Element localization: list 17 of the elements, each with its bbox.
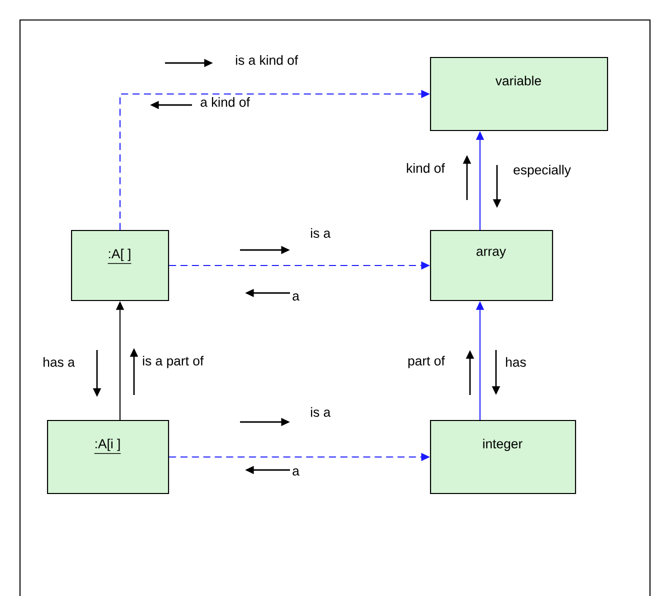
relation-label: kind of bbox=[406, 163, 445, 173]
class-box: :A[i ] bbox=[47, 420, 170, 494]
class-box: :A[ ] bbox=[71, 230, 170, 302]
class-box: variable bbox=[430, 57, 608, 132]
relation-label: is a part of bbox=[143, 356, 204, 368]
relation-label: a bbox=[292, 293, 300, 301]
relation-label: is a kind of bbox=[236, 55, 298, 65]
relation-label: is a bbox=[311, 228, 331, 238]
relation-label: especially bbox=[514, 164, 571, 178]
relation-label: has a bbox=[44, 357, 75, 367]
relation-label: part of bbox=[408, 356, 445, 368]
relation-label: a bbox=[292, 468, 300, 476]
relation-label: is a bbox=[311, 407, 331, 417]
relation-label: has bbox=[506, 357, 526, 367]
class-box: array bbox=[430, 230, 554, 302]
relation-label: a kind of bbox=[200, 97, 250, 107]
class-box: integer bbox=[430, 420, 576, 494]
